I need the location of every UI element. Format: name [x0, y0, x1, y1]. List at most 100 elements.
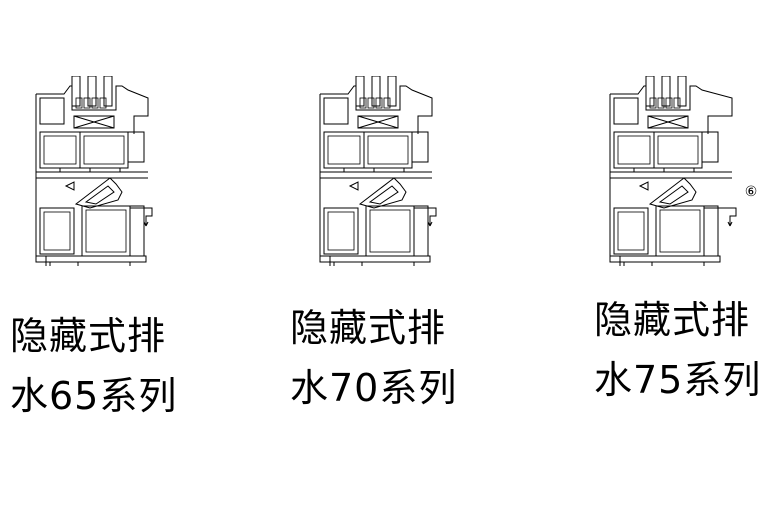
profile-chamber — [365, 205, 415, 257]
profile-section-drawing-75 — [609, 76, 737, 266]
profile-outline-path — [368, 185, 399, 205]
profile-panel-75: ⑥ 隐藏式排 水75系列 — [520, 0, 780, 508]
profile-outline-path — [319, 94, 331, 266]
caption-65: 隐藏式排 水65系列 — [10, 306, 177, 426]
profile-chamber — [357, 115, 399, 129]
profile-outline-path — [357, 115, 399, 129]
profile-chamber — [367, 135, 409, 165]
profile-chamber — [363, 131, 413, 169]
profile-outline-path — [84, 185, 115, 205]
profile-outline-path — [610, 85, 733, 134]
profile-outline-path — [647, 115, 689, 129]
profile-chamber — [359, 97, 367, 109]
profile-outline-path — [658, 185, 689, 205]
profile-chamber — [73, 115, 115, 129]
profile-outline-path — [704, 207, 737, 226]
profile-outline-path — [427, 221, 433, 227]
caption-65-line2: 水65系列 — [10, 374, 178, 418]
profile-outline-path — [343, 168, 405, 172]
profile-chamber — [327, 211, 355, 251]
profile-chamber — [673, 97, 681, 109]
caption-75: 隐藏式排 水75系列 — [594, 290, 761, 410]
caption-70-line2: 水70系列 — [290, 366, 458, 410]
profile-chamber — [129, 205, 145, 257]
profile-chamber — [387, 76, 397, 107]
profile-outline-path — [610, 171, 732, 179]
profile-outline-path — [727, 221, 733, 227]
profile-outline-path — [358, 177, 407, 209]
profile-panel-65: 隐藏式排 水65系列 — [0, 0, 260, 508]
profile-chamber — [85, 209, 127, 253]
callout-marker-6: ⑥ — [744, 184, 758, 200]
profile-outline-path — [414, 207, 437, 226]
profile-outline-path — [609, 94, 621, 266]
profile-outline-path — [59, 168, 121, 172]
profile-outline-path — [130, 207, 153, 226]
profile-chamber — [701, 131, 719, 163]
profile-outline-path — [49, 262, 131, 266]
profile-outline-path — [73, 115, 115, 129]
profile-chamber — [127, 131, 145, 163]
profile-chamber — [79, 131, 129, 169]
caption-70: 隐藏式排 水70系列 — [290, 298, 457, 418]
profile-chamber — [83, 97, 91, 109]
profile-chamber — [647, 115, 689, 129]
caption-65-line1: 隐藏式排 — [10, 314, 167, 358]
profile-chamber — [375, 97, 383, 109]
profile-chamber — [613, 207, 649, 255]
profile-outline-path — [36, 171, 148, 179]
profile-chamber — [617, 135, 651, 165]
profile-chamber — [81, 205, 131, 257]
profile-chamber — [327, 135, 361, 165]
profile-chamber — [75, 97, 83, 109]
profile-outline-path — [348, 181, 359, 191]
profile-outline-path — [320, 85, 433, 134]
profile-chamber — [83, 135, 125, 165]
profile-outline-path — [623, 262, 705, 266]
profile-chamber — [39, 97, 65, 125]
profile-chamber — [367, 97, 375, 109]
profile-chamber — [323, 131, 365, 169]
profile-chamber — [655, 205, 705, 257]
profile-chamber — [323, 97, 349, 125]
profile-outline-path — [609, 255, 721, 263]
profile-chamber — [617, 211, 645, 251]
profile-chamber — [649, 97, 657, 109]
profile-section-drawing-65 — [35, 76, 153, 266]
profile-chamber — [99, 97, 107, 109]
profile-chamber — [411, 131, 429, 163]
profile-section-drawing-70 — [319, 76, 437, 266]
profile-chamber — [657, 135, 699, 165]
profile-chamber — [665, 97, 673, 109]
profile-chamber — [659, 209, 701, 253]
profile-chamber — [43, 211, 71, 251]
profile-outline-path — [143, 221, 149, 227]
profile-outline-path — [333, 262, 415, 266]
profile-chamber — [43, 135, 77, 165]
profile-outline-path — [648, 177, 697, 209]
profile-chamber — [39, 131, 81, 169]
profile-chamber — [613, 131, 655, 169]
profile-chamber — [413, 205, 429, 257]
profile-chamber — [103, 76, 113, 107]
profile-outline-path — [633, 168, 695, 172]
profile-outline-path — [320, 171, 432, 179]
profile-outline-path — [64, 181, 75, 191]
profile-chamber — [323, 207, 359, 255]
profile-chamber — [677, 76, 687, 107]
caption-75-line1: 隐藏式排 — [594, 298, 751, 342]
profile-outline-path — [319, 255, 431, 263]
profile-outline-path — [35, 94, 47, 266]
profile-chamber — [369, 209, 411, 253]
profile-outline-path — [638, 181, 649, 191]
profile-chamber — [39, 207, 75, 255]
profile-chamber — [653, 131, 703, 169]
caption-70-line1: 隐藏式排 — [290, 306, 447, 350]
profile-chamber — [703, 205, 719, 257]
profile-chamber — [657, 97, 665, 109]
profile-chamber — [383, 97, 391, 109]
profile-outline-path — [35, 255, 147, 263]
profile-chamber — [613, 97, 639, 125]
caption-75-line2: 水75系列 — [594, 358, 762, 402]
profile-chamber — [91, 97, 99, 109]
